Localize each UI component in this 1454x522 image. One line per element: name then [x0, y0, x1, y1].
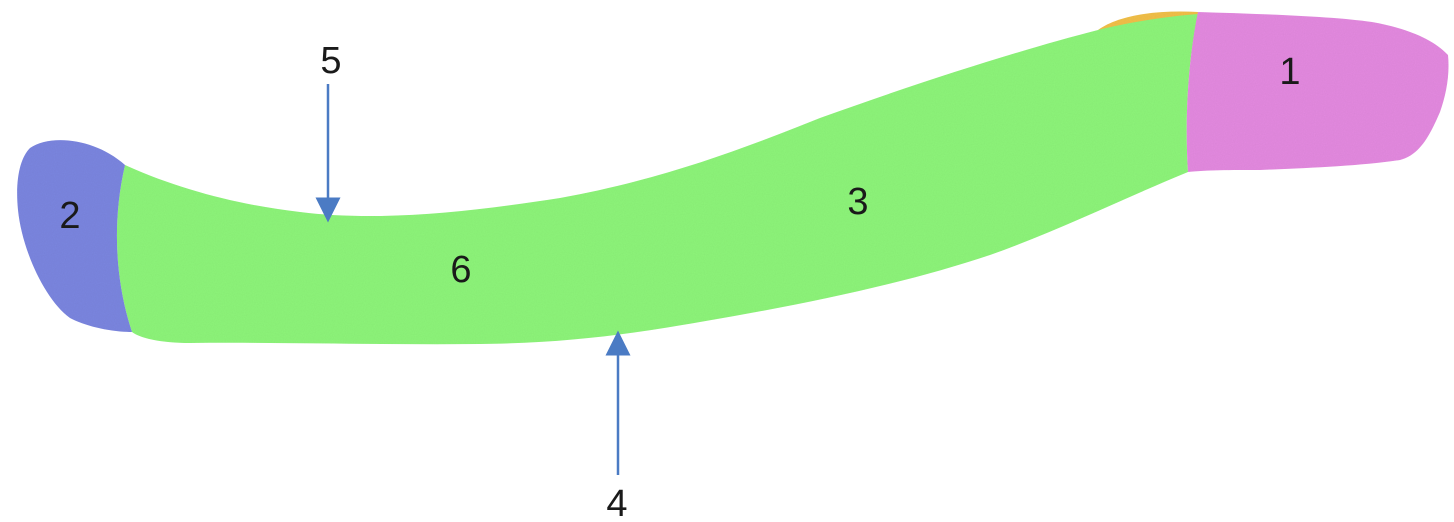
label-1: 1: [1279, 51, 1300, 93]
label-2: 2: [59, 195, 80, 237]
label-3: 3: [847, 181, 868, 223]
region-1-end: [1187, 12, 1449, 172]
label-6: 6: [450, 249, 471, 291]
shaft-region: [117, 14, 1198, 344]
label-4: 4: [606, 483, 627, 522]
label-5: 5: [320, 40, 341, 82]
